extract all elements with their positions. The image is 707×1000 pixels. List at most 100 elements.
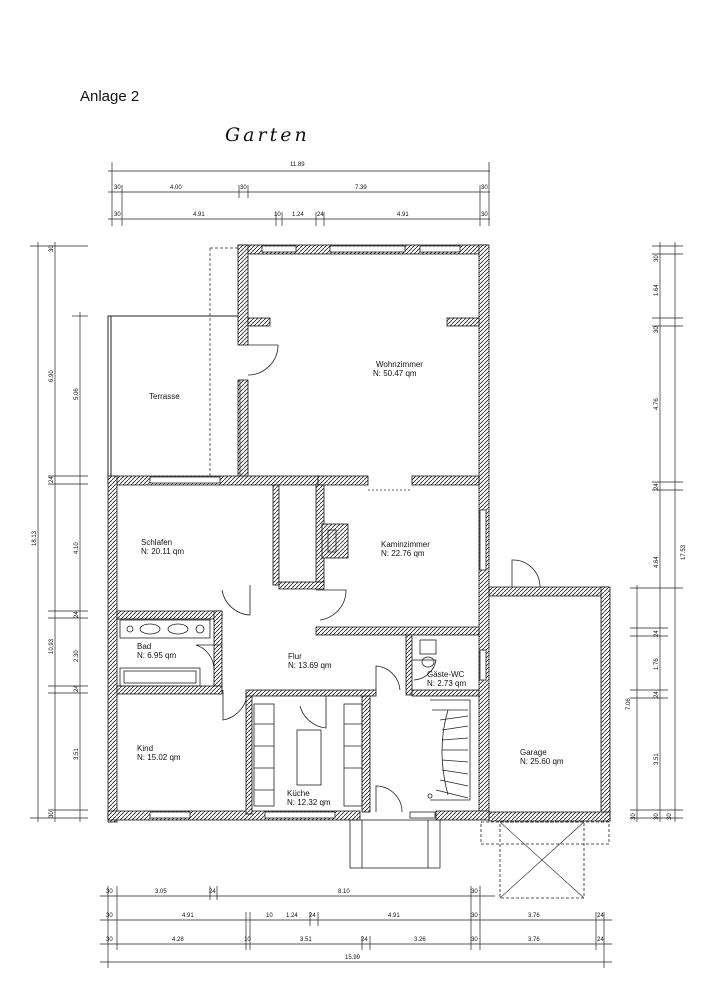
wall-closet-bottom: [278, 581, 325, 590]
dim-text: 24: [317, 212, 324, 218]
dim-text: 2.30: [74, 650, 80, 662]
dim-text: 7.39: [355, 185, 367, 191]
dim-text: 30: [114, 212, 121, 218]
dim-text: 30: [654, 326, 660, 333]
room-name-gaeste-wc: Gäste-WC: [427, 670, 465, 679]
doors: [195, 344, 541, 813]
room-name-kaminzimmer: Kaminzimmer: [381, 540, 430, 549]
dim-text: 30: [481, 185, 488, 191]
wall-closet: [272, 484, 280, 586]
dim-text: 10: [274, 212, 281, 218]
room-name-wohnzimmer: Wohnzimmer: [376, 360, 423, 369]
dim-text: 4.91: [193, 212, 205, 218]
dim-text: 1.64: [654, 284, 660, 296]
wall-garage-east: [600, 586, 611, 822]
windows: [149, 245, 487, 819]
dim-text: 1.24: [292, 212, 304, 218]
wall-kind-east: [245, 693, 253, 815]
dim-text: 7.06: [626, 698, 632, 710]
wall-wohn-west-upper: [237, 244, 249, 346]
dim-text: 30: [49, 811, 55, 818]
dim-text: 24: [597, 937, 604, 943]
fireplace: [321, 523, 349, 559]
wall-bad-kind: [116, 685, 223, 695]
dim-text: 10: [244, 937, 251, 943]
dim-text: 4.28: [172, 937, 184, 943]
room-name-bad: Bad: [137, 642, 151, 651]
room-area-garage: N: 25.60 qm: [520, 757, 564, 766]
room-area-flur: N: 13.69 qm: [288, 661, 332, 670]
dim-text: 24: [49, 476, 55, 483]
bottom-dimensions: [100, 886, 612, 968]
room-labels: Wohnzimmer N: 50.47 qm Terrasse Schlafen…: [137, 360, 564, 807]
door-entrance: [375, 785, 403, 813]
dim-text: 8.10: [338, 889, 350, 895]
bottom-dimension-texts: 30 3.05 24 8.10 30 30 4.91 10 1.24 24 4.…: [106, 889, 604, 961]
dim-text: 24: [597, 913, 604, 919]
dim-text: 4.91: [182, 913, 194, 919]
door-wc: [412, 659, 437, 681]
wall-wc-west: [405, 634, 413, 696]
wall-kueche-east: [361, 695, 371, 813]
dim-text: 24: [654, 691, 660, 698]
room-name-terrasse: Terrasse: [149, 392, 180, 401]
left-total-dim: 18.13: [32, 530, 38, 546]
room-area-wohnzimmer: N: 50.47 qm: [373, 369, 417, 378]
left-dimensions: [30, 242, 88, 822]
wall-stub: [247, 317, 271, 327]
room-name-flur: Flur: [288, 652, 302, 661]
wall-garage-north: [488, 586, 610, 597]
fixtures: [119, 529, 610, 899]
room-name-kueche: Küche: [287, 789, 310, 798]
dim-text: 4.91: [397, 212, 409, 218]
dim-text: 3.76: [528, 937, 540, 943]
door-kueche: [299, 696, 327, 729]
dim-text: 4.00: [170, 185, 182, 191]
room-area-bad: N: 6.95 qm: [137, 651, 176, 660]
walls: [107, 244, 611, 823]
dim-text: 3.26: [414, 937, 426, 943]
dim-text: 30: [114, 185, 121, 191]
wall-mid-east: [411, 475, 480, 486]
wall-schlafen-bad: [116, 610, 223, 620]
wall-wc-south: [411, 689, 480, 697]
wall-west: [107, 475, 118, 823]
dim-text: 30: [471, 889, 478, 895]
dim-text: 24: [361, 937, 368, 943]
dim-text: 30: [654, 255, 660, 262]
page-title: Anlage 2: [80, 88, 140, 105]
dim-text: 3.76: [528, 913, 540, 919]
dim-text: 5.06: [74, 388, 80, 400]
dim-text: 1.24: [286, 913, 298, 919]
terrasse: [107, 247, 241, 476]
door-kamin: [316, 589, 347, 621]
wall-stub: [446, 317, 480, 327]
dim-text: 24: [74, 685, 80, 692]
dim-text: 24: [209, 889, 216, 895]
door-schlafen: [221, 585, 251, 616]
dim-text: 30: [654, 813, 660, 820]
wall-wohn-west-lower: [237, 379, 249, 479]
door-kind: [222, 690, 247, 721]
bottom-total-dim: 15.99: [345, 955, 361, 961]
top-dimension-texts: 11.89 30 4.00 30 7.39 30 30 4.91 10 1.24…: [114, 162, 488, 218]
door-bad: [195, 644, 222, 671]
dim-text: 30: [106, 913, 113, 919]
dim-text: 30: [481, 212, 488, 218]
dim-text: 3.51: [300, 937, 312, 943]
dim-text: 30: [240, 185, 247, 191]
room-area-kaminzimmer: N: 22.76 qm: [381, 549, 425, 558]
right-dimension-texts: 17.53 30 1.64 30 4.76 24 4.64 24 7.06 30…: [626, 255, 687, 820]
dim-text: 3.05: [155, 889, 167, 895]
dim-text: 24: [654, 483, 660, 490]
room-area-gaeste-wc: N: 2.73 qm: [427, 679, 466, 688]
wall-garage-south: [488, 811, 611, 822]
dim-text: 30: [471, 913, 478, 919]
wall-south-west: [107, 810, 361, 821]
room-name-garage: Garage: [520, 748, 547, 757]
dim-text: 10: [266, 913, 273, 919]
room-area-kind: N: 15.02 qm: [137, 753, 181, 762]
dim-text: 30: [471, 937, 478, 943]
wall-south-east: [435, 810, 490, 821]
